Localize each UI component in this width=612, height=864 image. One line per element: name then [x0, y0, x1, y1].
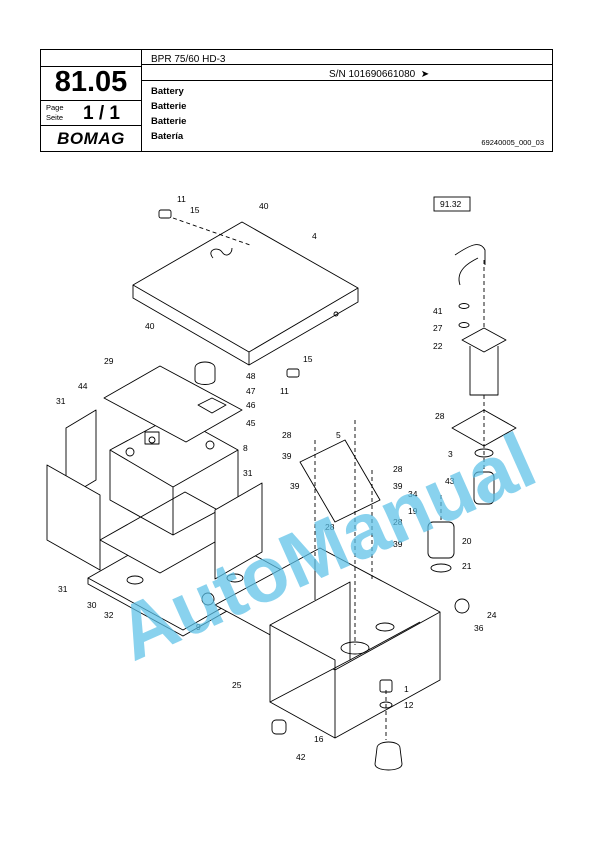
callout-label: 45 [246, 418, 256, 428]
callout-label: 21 [462, 561, 472, 571]
callout-label: 1 [404, 684, 409, 694]
header-rule [141, 64, 553, 65]
callout-label: 22 [433, 341, 443, 351]
callout-label: 39 [393, 481, 403, 491]
callout-label: 11 [177, 194, 186, 204]
callout-label: 9 [196, 622, 201, 632]
callout-label: 3 [448, 449, 453, 459]
callout-label: 39 [282, 451, 292, 461]
callout-label: 31 [58, 584, 68, 594]
callout-label: 42 [296, 752, 306, 762]
callout-label: 28 [435, 411, 445, 421]
callout-label: 11 [280, 386, 289, 396]
header-rule [41, 66, 142, 67]
title-de: Batterie [151, 101, 187, 112]
callout-label: 28 [393, 464, 403, 474]
callout-label: 24 [487, 610, 497, 620]
arrow-right-icon: ➤ [420, 69, 430, 80]
battery-cover [132, 221, 359, 366]
bolt-11-side [286, 368, 300, 378]
callout-label: 30 [87, 600, 97, 610]
callout-label: 40 [145, 321, 155, 331]
callout-label: 31 [243, 468, 253, 478]
page-label-de: Seite [46, 113, 64, 122]
callout-label: 19 [408, 506, 418, 516]
header-rule [41, 100, 142, 101]
callout-label: 8 [243, 443, 248, 453]
battery-housing [214, 547, 441, 739]
bolt-11-top [158, 209, 172, 219]
reference-label: 91.32 [440, 199, 462, 209]
handle-knob [374, 741, 403, 771]
insulation-mat-right [214, 482, 263, 580]
assembly-lines [172, 217, 485, 740]
callout-label: 20 [462, 536, 472, 546]
callout-label: 29 [104, 356, 114, 366]
callout-label: 28 [282, 430, 292, 440]
callout-label: 39 [393, 539, 403, 549]
model-name: BPR 75/60 HD-3 [151, 54, 226, 65]
mounting-bracket [299, 439, 381, 523]
serial-number: S/N 101690661080 ➤ [329, 69, 430, 80]
callout-label: 43 [445, 476, 455, 486]
header-rule [141, 80, 553, 81]
callout-label: 12 [404, 700, 414, 710]
callout-label: 25 [232, 680, 242, 690]
terminal-clamp-46 [197, 397, 227, 414]
insulation-mat-top [103, 365, 243, 443]
terminal-cap-48 [194, 361, 216, 385]
battery [109, 414, 239, 536]
callout-label: 28 [325, 522, 335, 532]
title-fr: Batterie [151, 116, 187, 127]
insulation-mat-front [46, 464, 101, 571]
title-es: Batería [151, 131, 184, 142]
callout-label: 39 [290, 481, 300, 491]
callout-label: 41 [433, 306, 443, 316]
callout-label: 31 [56, 396, 66, 406]
drawing-number: 69240005_000_03 [481, 138, 544, 147]
callout-label: 15 [303, 354, 313, 364]
page-label-en: Page [46, 103, 64, 112]
page-number: 1 / 1 [83, 103, 120, 124]
callouts: 11 15 40 4 40 15 11 29 48 47 46 44 31 45… [56, 194, 497, 762]
callout-label: 46 [246, 400, 256, 410]
callout-label: 34 [408, 489, 418, 499]
callout-label: 5 [336, 430, 341, 440]
callout-label: 28 [393, 517, 403, 527]
header-frame: 81.05 Page Seite 1 / 1 BOMAG BPR 75/60 H… [40, 49, 553, 152]
insulation-mat-left [65, 409, 97, 499]
callout-label: 32 [104, 610, 114, 620]
battery-switch-assembly [427, 244, 517, 614]
nut-9 [201, 592, 215, 606]
reference-box [433, 196, 471, 212]
knob-41 [271, 719, 287, 735]
callout-label: 44 [78, 381, 88, 391]
callout-label: 48 [246, 371, 256, 381]
callout-label: 40 [259, 201, 269, 211]
title-en: Battery [151, 86, 184, 97]
callout-label: 27 [433, 323, 443, 333]
section-number: 81.05 [54, 66, 128, 98]
callout-label: 4 [312, 231, 317, 241]
exploded-parts-drawing: 91.32 11 15 40 4 40 15 11 29 48 47 46 44… [46, 194, 548, 771]
callout-label: 36 [474, 623, 484, 633]
brand-logo: BOMAG [57, 129, 125, 148]
callout-label: 16 [314, 734, 324, 744]
header-rule [41, 125, 142, 126]
callout-label: 15 [190, 205, 200, 215]
callout-label: 47 [246, 386, 256, 396]
